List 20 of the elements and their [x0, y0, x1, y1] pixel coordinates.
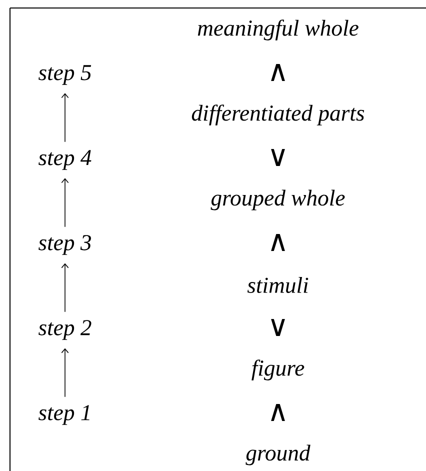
- step-label: step 4: [38, 150, 92, 170]
- step-label: step 2: [38, 320, 92, 340]
- term-label: differentiated parts: [192, 104, 364, 126]
- step-label: step 5: [38, 65, 92, 85]
- relation-symbol: ∧: [271, 404, 285, 421]
- relation-symbol: ∧: [271, 234, 285, 251]
- term-label: meaningful whole: [198, 20, 358, 40]
- arrow: [61, 178, 69, 228]
- term-label: figure: [252, 360, 304, 380]
- relation-symbol: ∧: [271, 64, 285, 81]
- arrow: [61, 93, 69, 142]
- term-label: grouped whole: [210, 190, 345, 210]
- term-label: stimuli: [247, 277, 308, 293]
- relation-symbol: ∨: [271, 149, 285, 166]
- relation-symbol: ∨: [271, 319, 285, 336]
- step-label: step 1: [38, 405, 90, 425]
- term-label: ground: [246, 444, 310, 466]
- step-label: step 3: [38, 235, 91, 255]
- arrow: [61, 348, 69, 398]
- arrow: [61, 263, 69, 312]
